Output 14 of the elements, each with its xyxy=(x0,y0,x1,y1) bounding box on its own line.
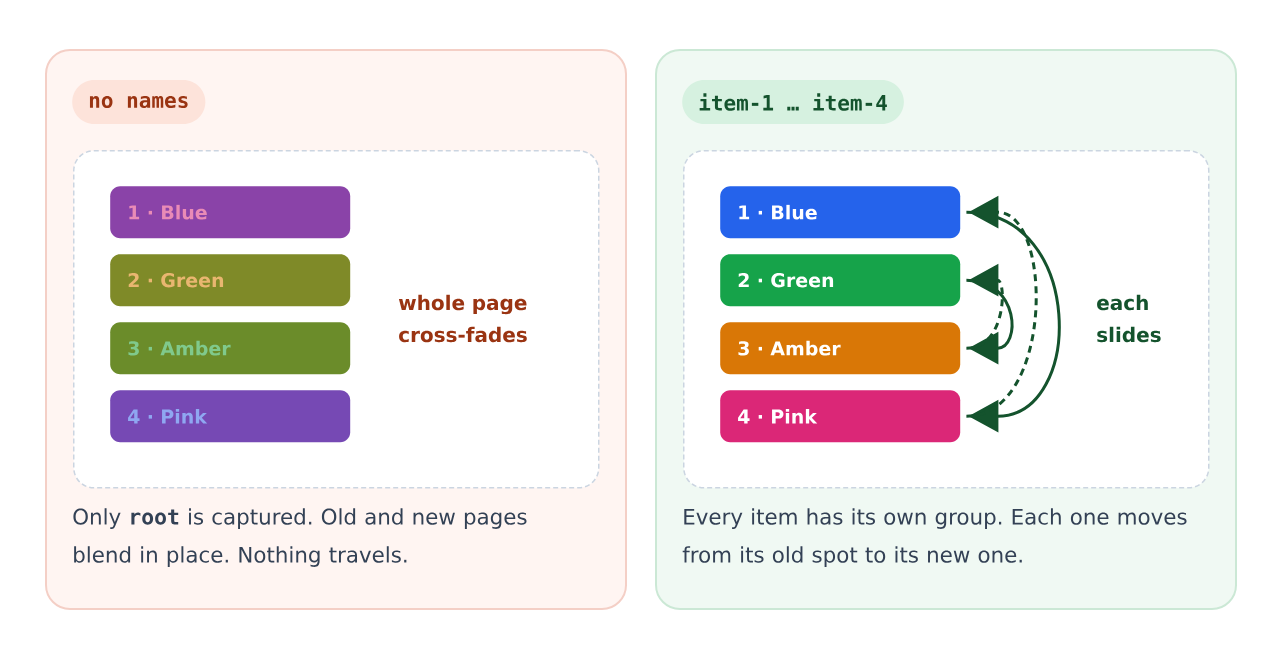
description-text: Every item has its own group. Each one moves from its old spot to its new one. xyxy=(682,508,1187,567)
list-item-bar: 3 · Amber xyxy=(720,322,961,375)
list-item-bar: 3 · Amber xyxy=(110,322,351,375)
caption-text: each slides xyxy=(1097,294,1161,343)
caption-text: whole page cross-fades xyxy=(398,294,527,343)
list-item-bar: 2 · Green xyxy=(720,254,961,307)
list-item-bar: 4 · Pink xyxy=(110,390,351,443)
list-item-bar: 1 · Blue xyxy=(720,186,961,239)
code-tag: item-1 … item-4 xyxy=(682,80,904,124)
list-item-bar: 2 · Green xyxy=(110,254,351,307)
list-item-bar: 1 · Blue xyxy=(110,186,351,239)
code-tag: no names xyxy=(72,80,206,124)
description-text: Only root is captured. Old and new pages blend in place. Nothing travels. xyxy=(73,508,527,567)
list-item-bar: 4 · Pink xyxy=(720,390,961,443)
